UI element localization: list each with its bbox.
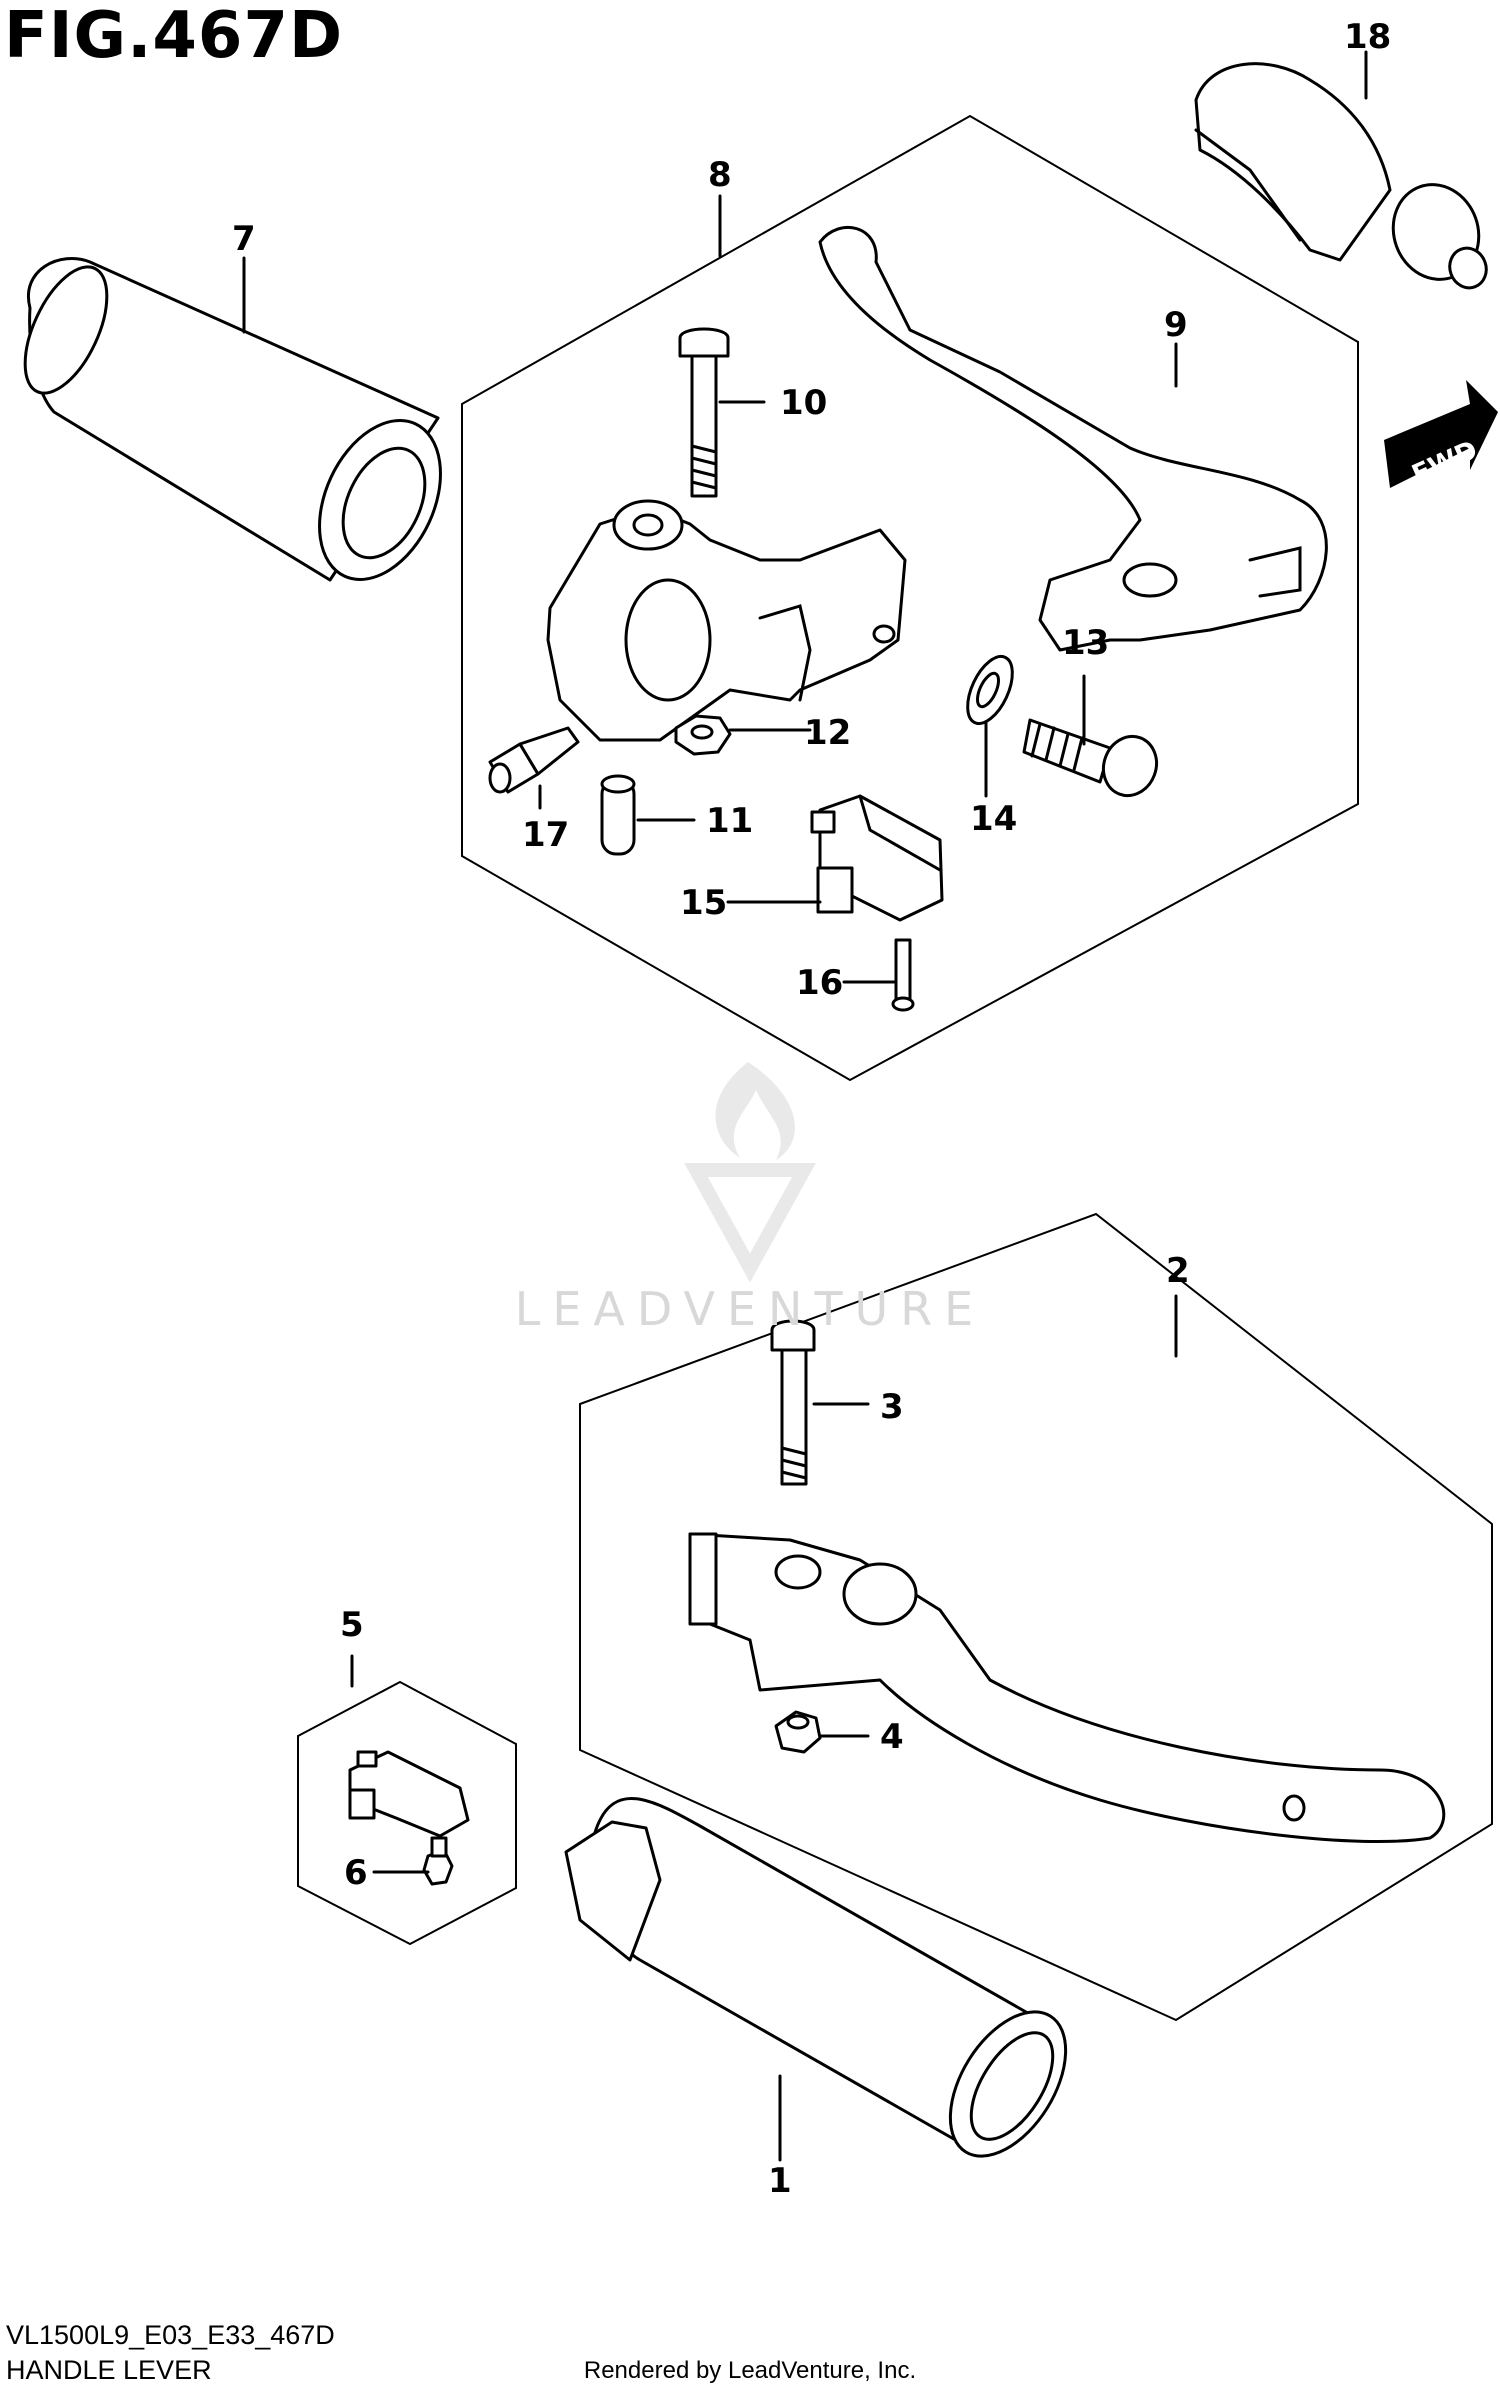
callout-17: 17 (522, 815, 569, 855)
callout-10: 10 (780, 383, 827, 423)
callout-4: 4 (880, 1717, 904, 1757)
callout-13: 13 (1062, 623, 1109, 663)
callout-15: 15 (680, 883, 727, 923)
callout-11: 11 (706, 801, 753, 841)
nut-4 (774, 1710, 822, 1754)
clutch-lever-9 (818, 225, 1328, 652)
assembly-2-outline (579, 1212, 1493, 2022)
brake-lever-2 (688, 1532, 1446, 1844)
callout-16: 16 (796, 963, 843, 1003)
fwd-arrow-tag (1384, 380, 1498, 488)
callout-5: 5 (340, 1605, 364, 1645)
assembly-8-outline (461, 114, 1359, 1082)
callout-12: 12 (804, 713, 851, 753)
figure-caption: HANDLE LEVER (6, 2355, 212, 2385)
screw-6 (422, 1836, 454, 1886)
switch-15 (810, 794, 944, 922)
model-code: VL1500L9_E03_E33_467D (6, 2320, 335, 2350)
bolt-10 (678, 327, 730, 498)
bolt-3 (770, 1319, 816, 1486)
nut-12 (674, 714, 732, 756)
callout-6: 6 (344, 1853, 368, 1893)
throttle-grip-1 (564, 1797, 1068, 2158)
callout-1: 1 (768, 2161, 792, 2201)
grip-7 (23, 257, 442, 582)
switch-5 (348, 1750, 470, 1838)
washer-14 (966, 654, 1014, 726)
assembly-5-outline (297, 1680, 517, 1946)
cover-18 (1194, 62, 1488, 290)
callout-7: 7 (232, 219, 256, 259)
callout-18: 18 (1344, 17, 1391, 57)
callout-labels: 7 8 9 10 13 14 12 11 15 16 17 18 2 3 4 5… (232, 17, 1391, 2201)
callout-14: 14 (970, 799, 1017, 839)
lever-bracket (546, 499, 907, 742)
adjuster-13 (1022, 718, 1158, 798)
rendered-credit: Rendered by LeadVenture, Inc. (583, 2357, 917, 2384)
collar-11 (600, 774, 636, 856)
figure-title: FIG.467D (4, 0, 344, 73)
callout-3: 3 (880, 1387, 904, 1427)
screw-16 (891, 938, 915, 1012)
watermark-text: LEADVENTURE (514, 1282, 986, 1336)
screw-17 (488, 726, 580, 794)
callout-8: 8 (708, 155, 732, 195)
callout-9: 9 (1164, 305, 1188, 345)
watermark-logo (684, 1062, 816, 1283)
leader-lines (242, 50, 1368, 2162)
callout-2: 2 (1166, 1251, 1190, 1291)
